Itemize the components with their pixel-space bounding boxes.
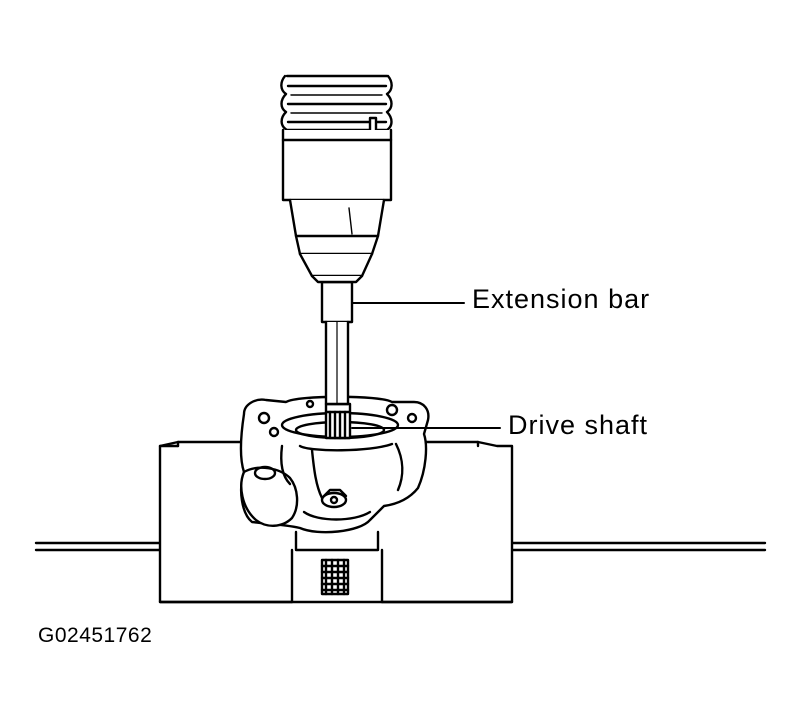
extension-bar-label: Extension bar	[472, 284, 651, 314]
drive-shaft-top	[326, 404, 350, 438]
pump-body	[241, 397, 428, 532]
drive-shaft-label: Drive shaft	[508, 410, 649, 440]
press-ram	[281, 76, 391, 282]
shaft-bottom	[296, 532, 378, 594]
leader-lines	[352, 303, 500, 428]
figure-id: G02451762	[38, 624, 153, 647]
extension-bar	[322, 282, 352, 404]
